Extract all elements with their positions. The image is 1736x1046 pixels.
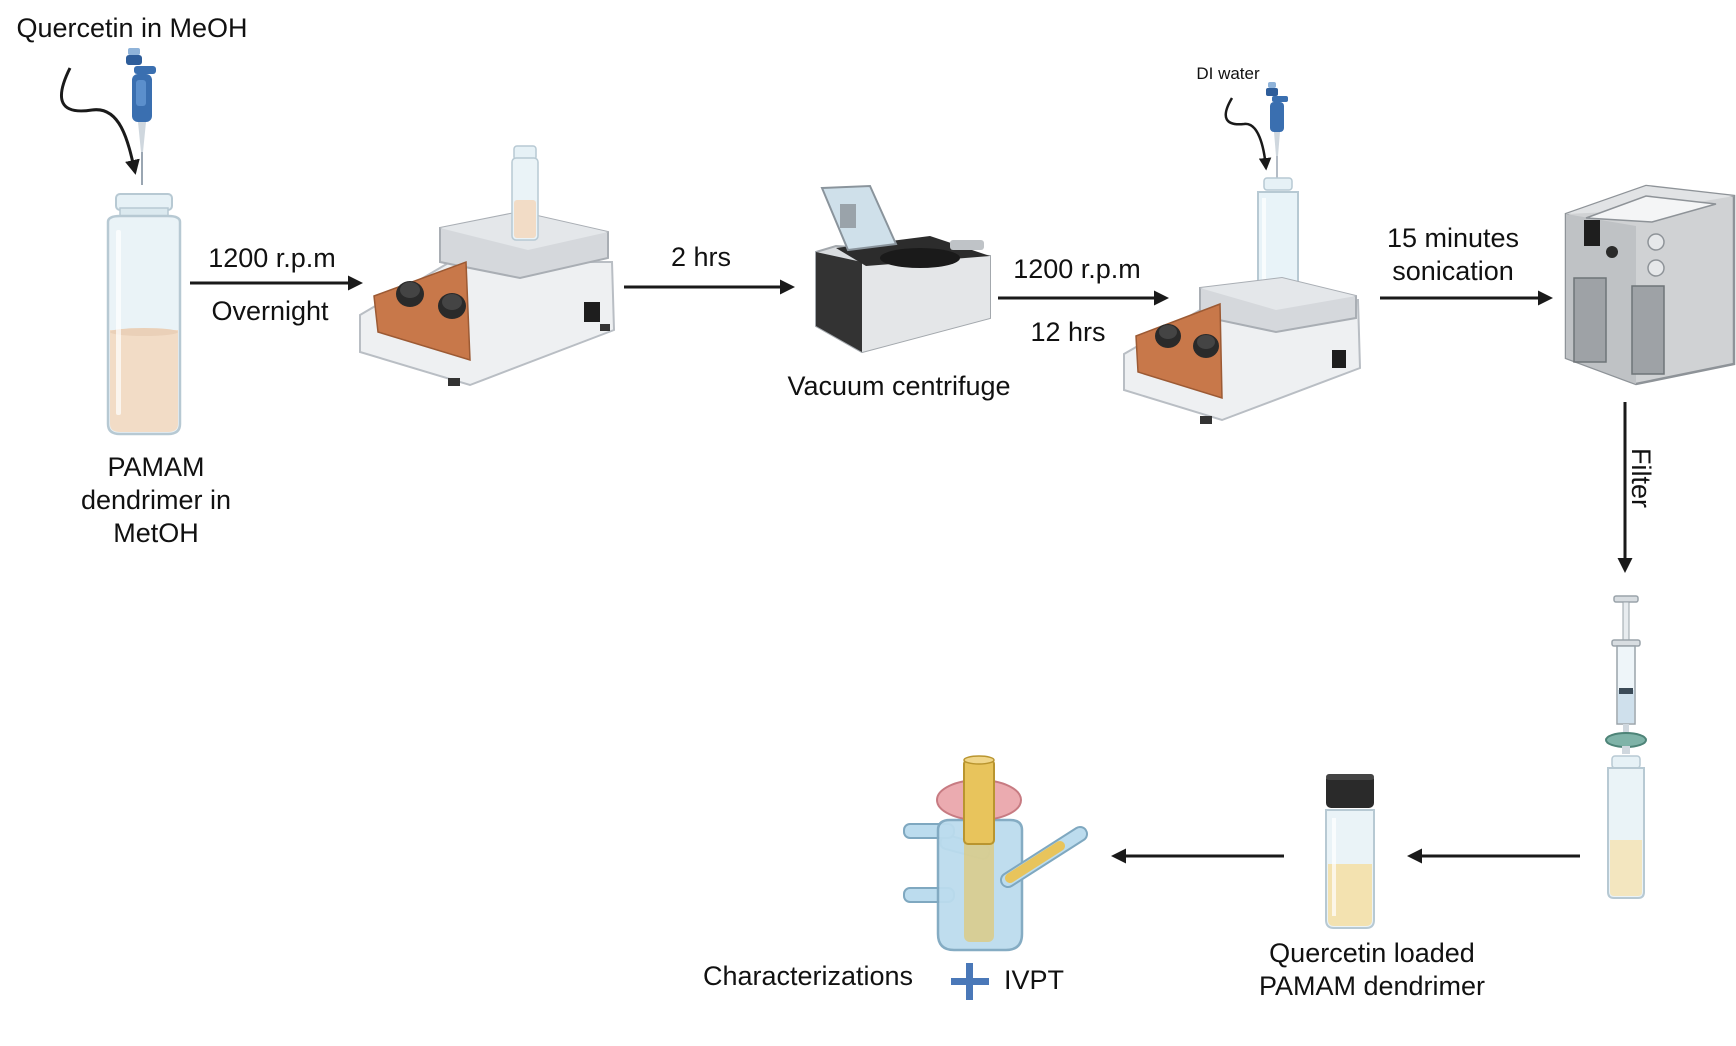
vial-icon — [106, 193, 182, 436]
product-label-line2: PAMAM dendrimer — [1259, 971, 1485, 1001]
pipette-icon — [1266, 82, 1288, 178]
filter-label: Filter — [1626, 448, 1656, 508]
pamam-label-line3: MetOH — [113, 518, 199, 548]
arrow-icon — [1224, 97, 1272, 171]
step1-speed-label: 1200 r.p.m — [208, 243, 336, 273]
vial-icon — [1607, 755, 1645, 899]
product-label-line1: Quercetin loaded — [1269, 938, 1475, 968]
step2-time-label: 2 hrs — [671, 242, 731, 272]
characterizations-label: Characterizations — [703, 961, 913, 991]
sonicator-icon — [1564, 184, 1736, 386]
step3-speed-label: 1200 r.p.m — [1013, 254, 1141, 284]
arrow-icon — [60, 67, 140, 175]
ivpt-label: IVPT — [1004, 965, 1064, 995]
hotplate-stirrer-icon — [359, 210, 616, 387]
step3-time-label: 12 hrs — [1030, 317, 1105, 347]
step1-time-label: Overnight — [211, 296, 329, 326]
capped-vial-icon — [1325, 774, 1375, 929]
sonication-label-line1: 15 minutes — [1387, 223, 1519, 253]
vacuum-centrifuge-label: Vacuum centrifuge — [787, 371, 1010, 401]
plus-icon — [951, 963, 989, 1000]
di-water-label: DI water — [1196, 64, 1260, 83]
syringe-filter-icon — [1605, 595, 1647, 754]
pamam-label-line1: PAMAM — [107, 452, 204, 482]
vial-icon — [511, 145, 539, 241]
vial-icon — [1257, 177, 1299, 293]
hotplate-stirrer-icon — [1123, 276, 1362, 424]
vacuum-centrifuge-icon — [815, 184, 991, 354]
quercetin-meoh-label: Quercetin in MeOH — [16, 13, 247, 43]
sonication-label-line2: sonication — [1392, 256, 1514, 286]
pipette-icon — [126, 48, 156, 185]
pamam-label-line2: dendrimer in — [81, 485, 231, 515]
franz-cell-icon — [903, 755, 1088, 952]
